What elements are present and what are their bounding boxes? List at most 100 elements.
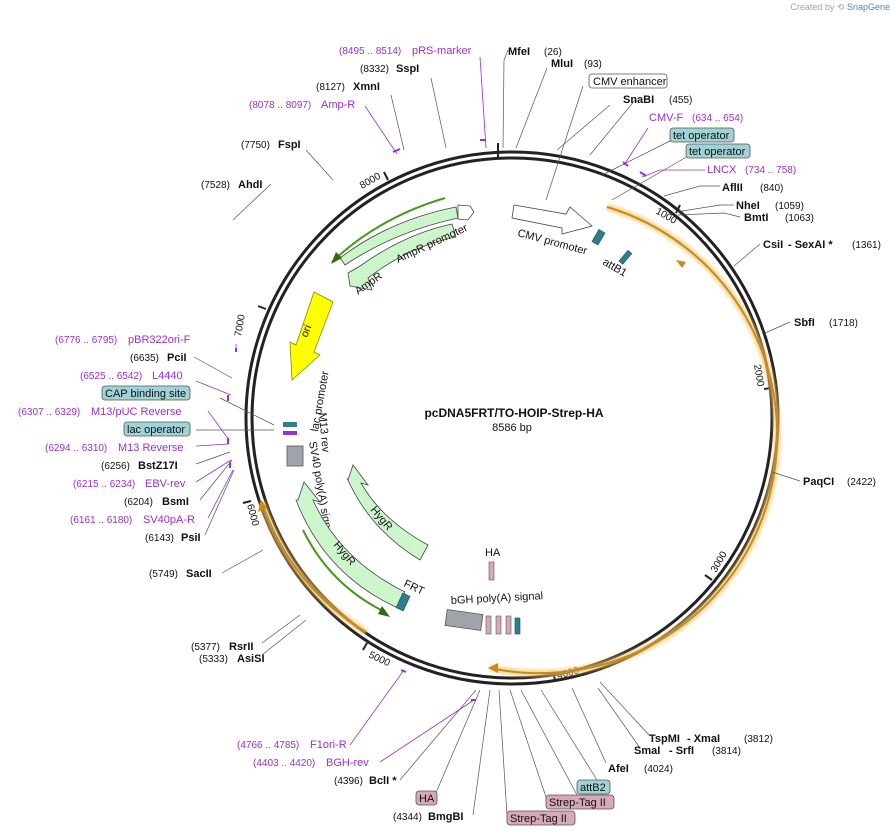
enzyme-fspi: FspI (278, 139, 301, 151)
primer-lncx-range: (734 .. 758) (745, 165, 796, 176)
credit-brand: SnapGene (846, 2, 890, 12)
enzyme-mlui-pos: (93) (584, 59, 602, 70)
orf-arrow-top (676, 260, 686, 268)
enzyme-pcii: PciI (167, 352, 187, 364)
enzyme-smai: SmaI (634, 745, 660, 757)
ha-marker (488, 561, 495, 581)
enzyme-fspi-pos: (7750) (241, 140, 270, 151)
ampr-promoter-arrow (457, 204, 475, 221)
tick-7000 (257, 305, 267, 310)
lac-operator-label: lac operator (127, 424, 185, 436)
enzyme-smai-pos: (3814) (712, 746, 741, 757)
primer-ampr-name: Amp-R (321, 99, 355, 111)
primer-sv40-range: (6161 .. 6180) (70, 515, 132, 526)
enzyme-mfei: MfeI (508, 46, 530, 58)
tet-site-marker (618, 249, 633, 265)
plasmid-name: pcDNA5FRT/TO-HOIP-Strep-HA (424, 406, 603, 420)
hygr-outer: HygR (295, 481, 406, 617)
hygr-inner: HygR (346, 464, 429, 561)
enzyme-afei-pos: (4024) (644, 764, 673, 775)
ha-label: HA (485, 547, 501, 559)
tet-operator-2-label: tet operator (689, 146, 746, 158)
enzyme-ahdi: AhdI (238, 179, 262, 191)
primer-ampr-range: (8078 .. 8097) (249, 100, 311, 111)
primer-m13rev-name: M13 Reverse (118, 442, 183, 454)
primer-m13rev-range: (6294 .. 6310) (45, 443, 107, 454)
enzyme-sspi: SspI (396, 63, 419, 75)
enzyme-sacii-pos: (5749) (149, 569, 178, 580)
enzyme-sexai: - SexAI * (788, 239, 833, 251)
enzyme-psii: PsiI (181, 532, 201, 544)
enzyme-sbfi-pos: (1718) (829, 318, 858, 329)
enzyme-bcli: BclI * (369, 775, 397, 787)
primer-sv40-name: SV40pA-R (143, 514, 195, 526)
ha-box-label: HA (419, 793, 435, 805)
primer-f1ori-name: F1ori-R (310, 739, 347, 751)
ori-label: ori (299, 323, 315, 339)
tick-label-6000: 6000 (244, 503, 260, 528)
primer-labels: (8495 .. 8514) pRS-marker (8078 .. 8097)… (18, 45, 796, 769)
enzyme-nhei: NheI (736, 200, 760, 212)
enzyme-bcli-pos: (4396) (334, 776, 363, 787)
lac-operator-marker (283, 422, 297, 427)
enzyme-nhei-pos: (1059) (775, 201, 804, 212)
enzyme-sspi-pos: (8332) (360, 64, 389, 75)
attB2-marker (514, 617, 521, 635)
enzyme-bmgbi: BmgBI (428, 811, 463, 823)
primer-prs-range: (8495 .. 8514) (339, 46, 401, 57)
enzyme-bsmi-pos: (6204) (124, 497, 153, 508)
primer-pbr-name: pBR322ori-F (128, 334, 191, 346)
primer-lncx-name: LNCX (707, 164, 737, 176)
primer-prs-name: pRS-marker (412, 45, 472, 57)
enzyme-bstz17i-pos: (6256) (101, 461, 130, 472)
enzyme-afei: AfeI (608, 763, 629, 775)
orf-hoip (488, 203, 781, 677)
enzyme-bmti: BmtI (744, 212, 768, 224)
cmv-promoter-label: CMV promoter (516, 227, 589, 257)
enzyme-aflii-pos: (840) (760, 183, 783, 194)
strep-tag-2-label: Strep-Tag II (510, 813, 567, 825)
enzyme-mfei-pos: (26) (544, 47, 562, 58)
primer-ebv-range: (6215 .. 6234) (73, 479, 135, 490)
primer-bgh-range: (4403 .. 4420) (253, 758, 315, 769)
cmv-promoter: CMV promoter (511, 204, 593, 257)
tick-label-2000: 2000 (751, 364, 766, 388)
enzyme-csii: CsiI (763, 239, 783, 251)
snapgene-logo-icon: ⟲ (836, 2, 845, 12)
primer-cmvf-range: (634 .. 654) (692, 113, 743, 124)
enzyme-xmni: XmnI (353, 81, 380, 93)
tick-label-7000: 7000 (233, 313, 248, 337)
bgh-box (444, 609, 484, 631)
cap-binding-label: CAP binding site (105, 388, 186, 400)
tick-8000 (383, 171, 389, 181)
tick-3000 (704, 574, 713, 581)
plasmid-length: 8586 bp (492, 422, 532, 434)
enzyme-xmni-pos: (8127) (316, 82, 345, 93)
cmv-enhancer-label: CMV enhancer (593, 76, 667, 88)
primer-ebv-name: EBV-rev (145, 478, 186, 490)
strep-marker-1 (485, 615, 492, 635)
primer-l4440-range: (6525 .. 6542) (80, 371, 142, 382)
primer-f1ori-range: (4766 .. 4785) (237, 740, 299, 751)
enzyme-ahdi-pos: (7528) (201, 180, 230, 191)
enzyme-aflii: AflII (722, 182, 743, 194)
primer-m13puc-range: (6307 .. 6329) (18, 407, 80, 418)
strep-tag-1-label: Strep-Tag II (549, 797, 606, 809)
orf-left (258, 500, 368, 636)
enzyme-paqci: PaqCI (803, 476, 834, 488)
enzyme-asisi: AsiSI (237, 653, 265, 665)
enzyme-bstz17i: BstZ17I (138, 460, 178, 472)
tick-6000 (242, 500, 252, 504)
strep-marker-2 (495, 615, 502, 635)
enzyme-snabi: SnaBI (623, 94, 654, 106)
enzyme-tspmi: TspMI (649, 733, 680, 745)
orf-left-arrow (258, 500, 267, 512)
ampr-arrow (347, 223, 457, 291)
leader-lines (193, 49, 801, 816)
enzyme-bmgbi-pos: (4344) (393, 812, 422, 823)
enzyme-mlui: MluI (551, 58, 573, 70)
enzyme-srfi: - SrfI (669, 745, 694, 757)
primer-leader-lines (195, 56, 705, 763)
enzyme-tspmi-pos: (3812) (744, 734, 773, 745)
